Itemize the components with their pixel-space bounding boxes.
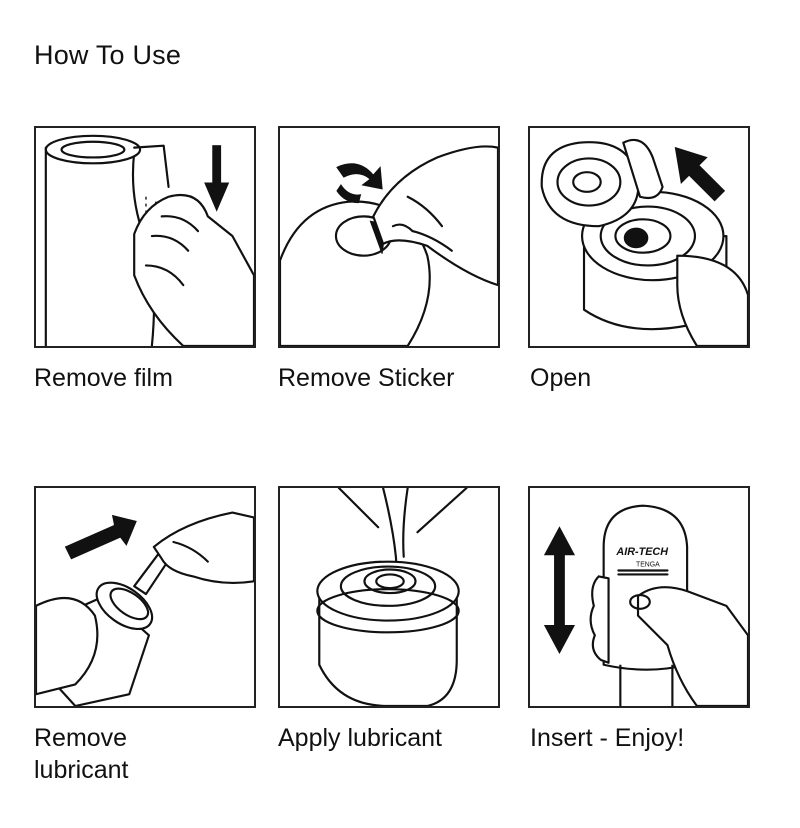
step-1-panel	[34, 126, 256, 348]
step-4-panel	[34, 486, 256, 708]
remove-sticker-illustration	[280, 145, 498, 346]
step-2-panel	[278, 126, 500, 348]
product-logo: AIR-TECH	[615, 546, 668, 558]
insert-enjoy-illustration: AIR-TECH TENGA	[543, 504, 748, 706]
step-3-caption: Open	[530, 364, 592, 392]
step-3-panel	[528, 126, 750, 348]
remove-lubricant-illustration	[36, 511, 254, 706]
page-title: How To Use	[34, 40, 182, 70]
step-6-caption: Insert - Enjoy!	[530, 724, 685, 752]
product-brand: TENGA	[636, 562, 660, 569]
open-cap-illustration	[540, 138, 748, 346]
remove-film-illustration	[44, 134, 254, 346]
step-1-caption: Remove film	[34, 364, 173, 392]
step-5-caption: Apply lubricant	[278, 724, 442, 752]
step-6-panel: AIR-TECH TENGA	[528, 486, 750, 708]
step-2-caption: Remove Sticker	[278, 364, 455, 392]
step-5-panel	[278, 486, 500, 708]
apply-lubricant-illustration	[316, 488, 468, 706]
step-4-caption: Remove lubricant	[34, 724, 129, 784]
